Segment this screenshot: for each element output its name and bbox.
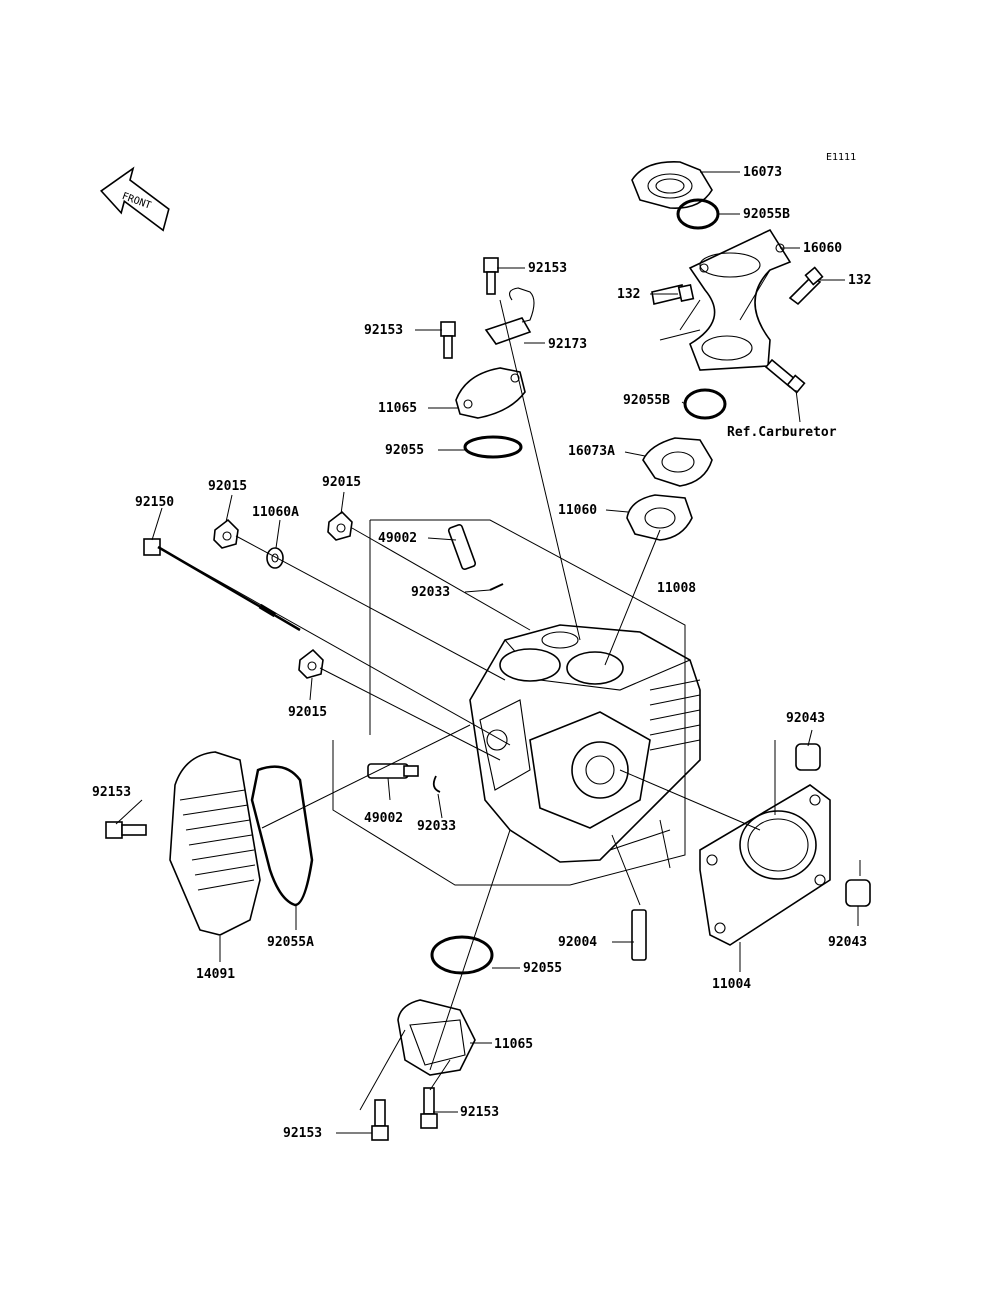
bolt-92153-c — [105, 821, 147, 839]
gasket-11004 — [699, 784, 831, 946]
bolt-92153-d — [371, 1099, 389, 1141]
insulator-16073A — [642, 437, 713, 487]
diagram-code: E1111 — [826, 152, 856, 163]
part-labels: 16073 92055B 16060 132 132 92153 92153 9… — [92, 165, 871, 1141]
cover-11065-top — [455, 367, 526, 419]
label-92015-b: 92015 — [322, 475, 361, 490]
bolt-132-right — [788, 266, 824, 306]
gasket-92055A — [250, 765, 314, 907]
label-132-left: 132 — [617, 287, 640, 302]
label-11004: 11004 — [712, 977, 751, 992]
label-92004: 92004 — [558, 935, 597, 950]
label-92015-a: 92015 — [208, 479, 247, 494]
label-92033-bot: 92033 — [417, 819, 456, 834]
label-92153-a: 92153 — [528, 261, 567, 276]
label-92015-c: 92015 — [288, 705, 327, 720]
label-92173: 92173 — [548, 337, 587, 352]
bolt-132-bottom — [764, 358, 806, 394]
oring-92055-top — [463, 435, 523, 459]
label-11065-bot: 11065 — [494, 1037, 533, 1052]
label-49002-bot: 49002 — [364, 811, 403, 826]
guide-49002-bot — [367, 763, 419, 779]
front-arrow-icon: FRONT — [99, 166, 170, 232]
label-ref-carburetor: Ref.Carburetor — [727, 425, 837, 440]
label-92055-top: 92055 — [385, 443, 424, 458]
stud-bolt-92150 — [143, 538, 301, 632]
label-92150: 92150 — [135, 495, 174, 510]
label-11060A: 11060A — [252, 505, 299, 520]
oring-92055B-mid — [683, 388, 727, 420]
bracket-92173 — [484, 287, 535, 345]
label-92055-bot: 92055 — [523, 961, 562, 976]
label-11065-top: 11065 — [378, 401, 417, 416]
label-92043-bot: 92043 — [828, 935, 867, 950]
label-92153-b: 92153 — [364, 323, 403, 338]
washer-11060A — [266, 547, 284, 569]
bolt-92153-e — [420, 1087, 438, 1129]
label-92043-top: 92043 — [786, 711, 825, 726]
label-92153-c: 92153 — [92, 785, 131, 800]
leader-lines — [115, 171, 861, 1134]
gasket-11060 — [626, 494, 693, 541]
label-16060: 16060 — [803, 241, 842, 256]
label-16073: 16073 — [743, 165, 782, 180]
clip-92033-top — [489, 583, 504, 591]
label-92055B-mid: 92055B — [623, 393, 670, 408]
intake-flange-16073 — [631, 161, 713, 209]
cover-11065-bot — [397, 999, 476, 1076]
clip-92033-bot — [432, 775, 441, 793]
label-92033-top: 92033 — [411, 585, 450, 600]
label-11008: 11008 — [657, 581, 696, 596]
label-92055A: 92055A — [267, 935, 314, 950]
label-14091: 14091 — [196, 967, 235, 982]
intake-pipe-16060 — [688, 228, 792, 371]
label-11060: 11060 — [558, 503, 597, 518]
label-16073A: 16073A — [568, 444, 615, 459]
bolt-92153-b — [440, 321, 456, 359]
nut-92015-a — [213, 518, 239, 549]
label-49002-top: 49002 — [378, 531, 417, 546]
bolt-92153-a — [483, 257, 499, 295]
label-92153-e: 92153 — [283, 1126, 322, 1141]
dowel-92043-bot — [845, 879, 871, 907]
stud-92004 — [631, 909, 647, 961]
bracket-outline — [332, 519, 686, 886]
cover-14091 — [169, 751, 261, 936]
nut-92015-b — [327, 510, 353, 541]
guide-49002-top — [447, 523, 477, 571]
nut-92015-c — [298, 648, 324, 679]
label-92153-d: 92153 — [460, 1105, 499, 1120]
dowel-92043-top — [795, 743, 821, 771]
cylinder-head-11008 — [469, 624, 701, 863]
label-132-right: 132 — [848, 273, 871, 288]
label-92055B-top: 92055B — [743, 207, 790, 222]
oring-92055-bot — [430, 935, 494, 975]
